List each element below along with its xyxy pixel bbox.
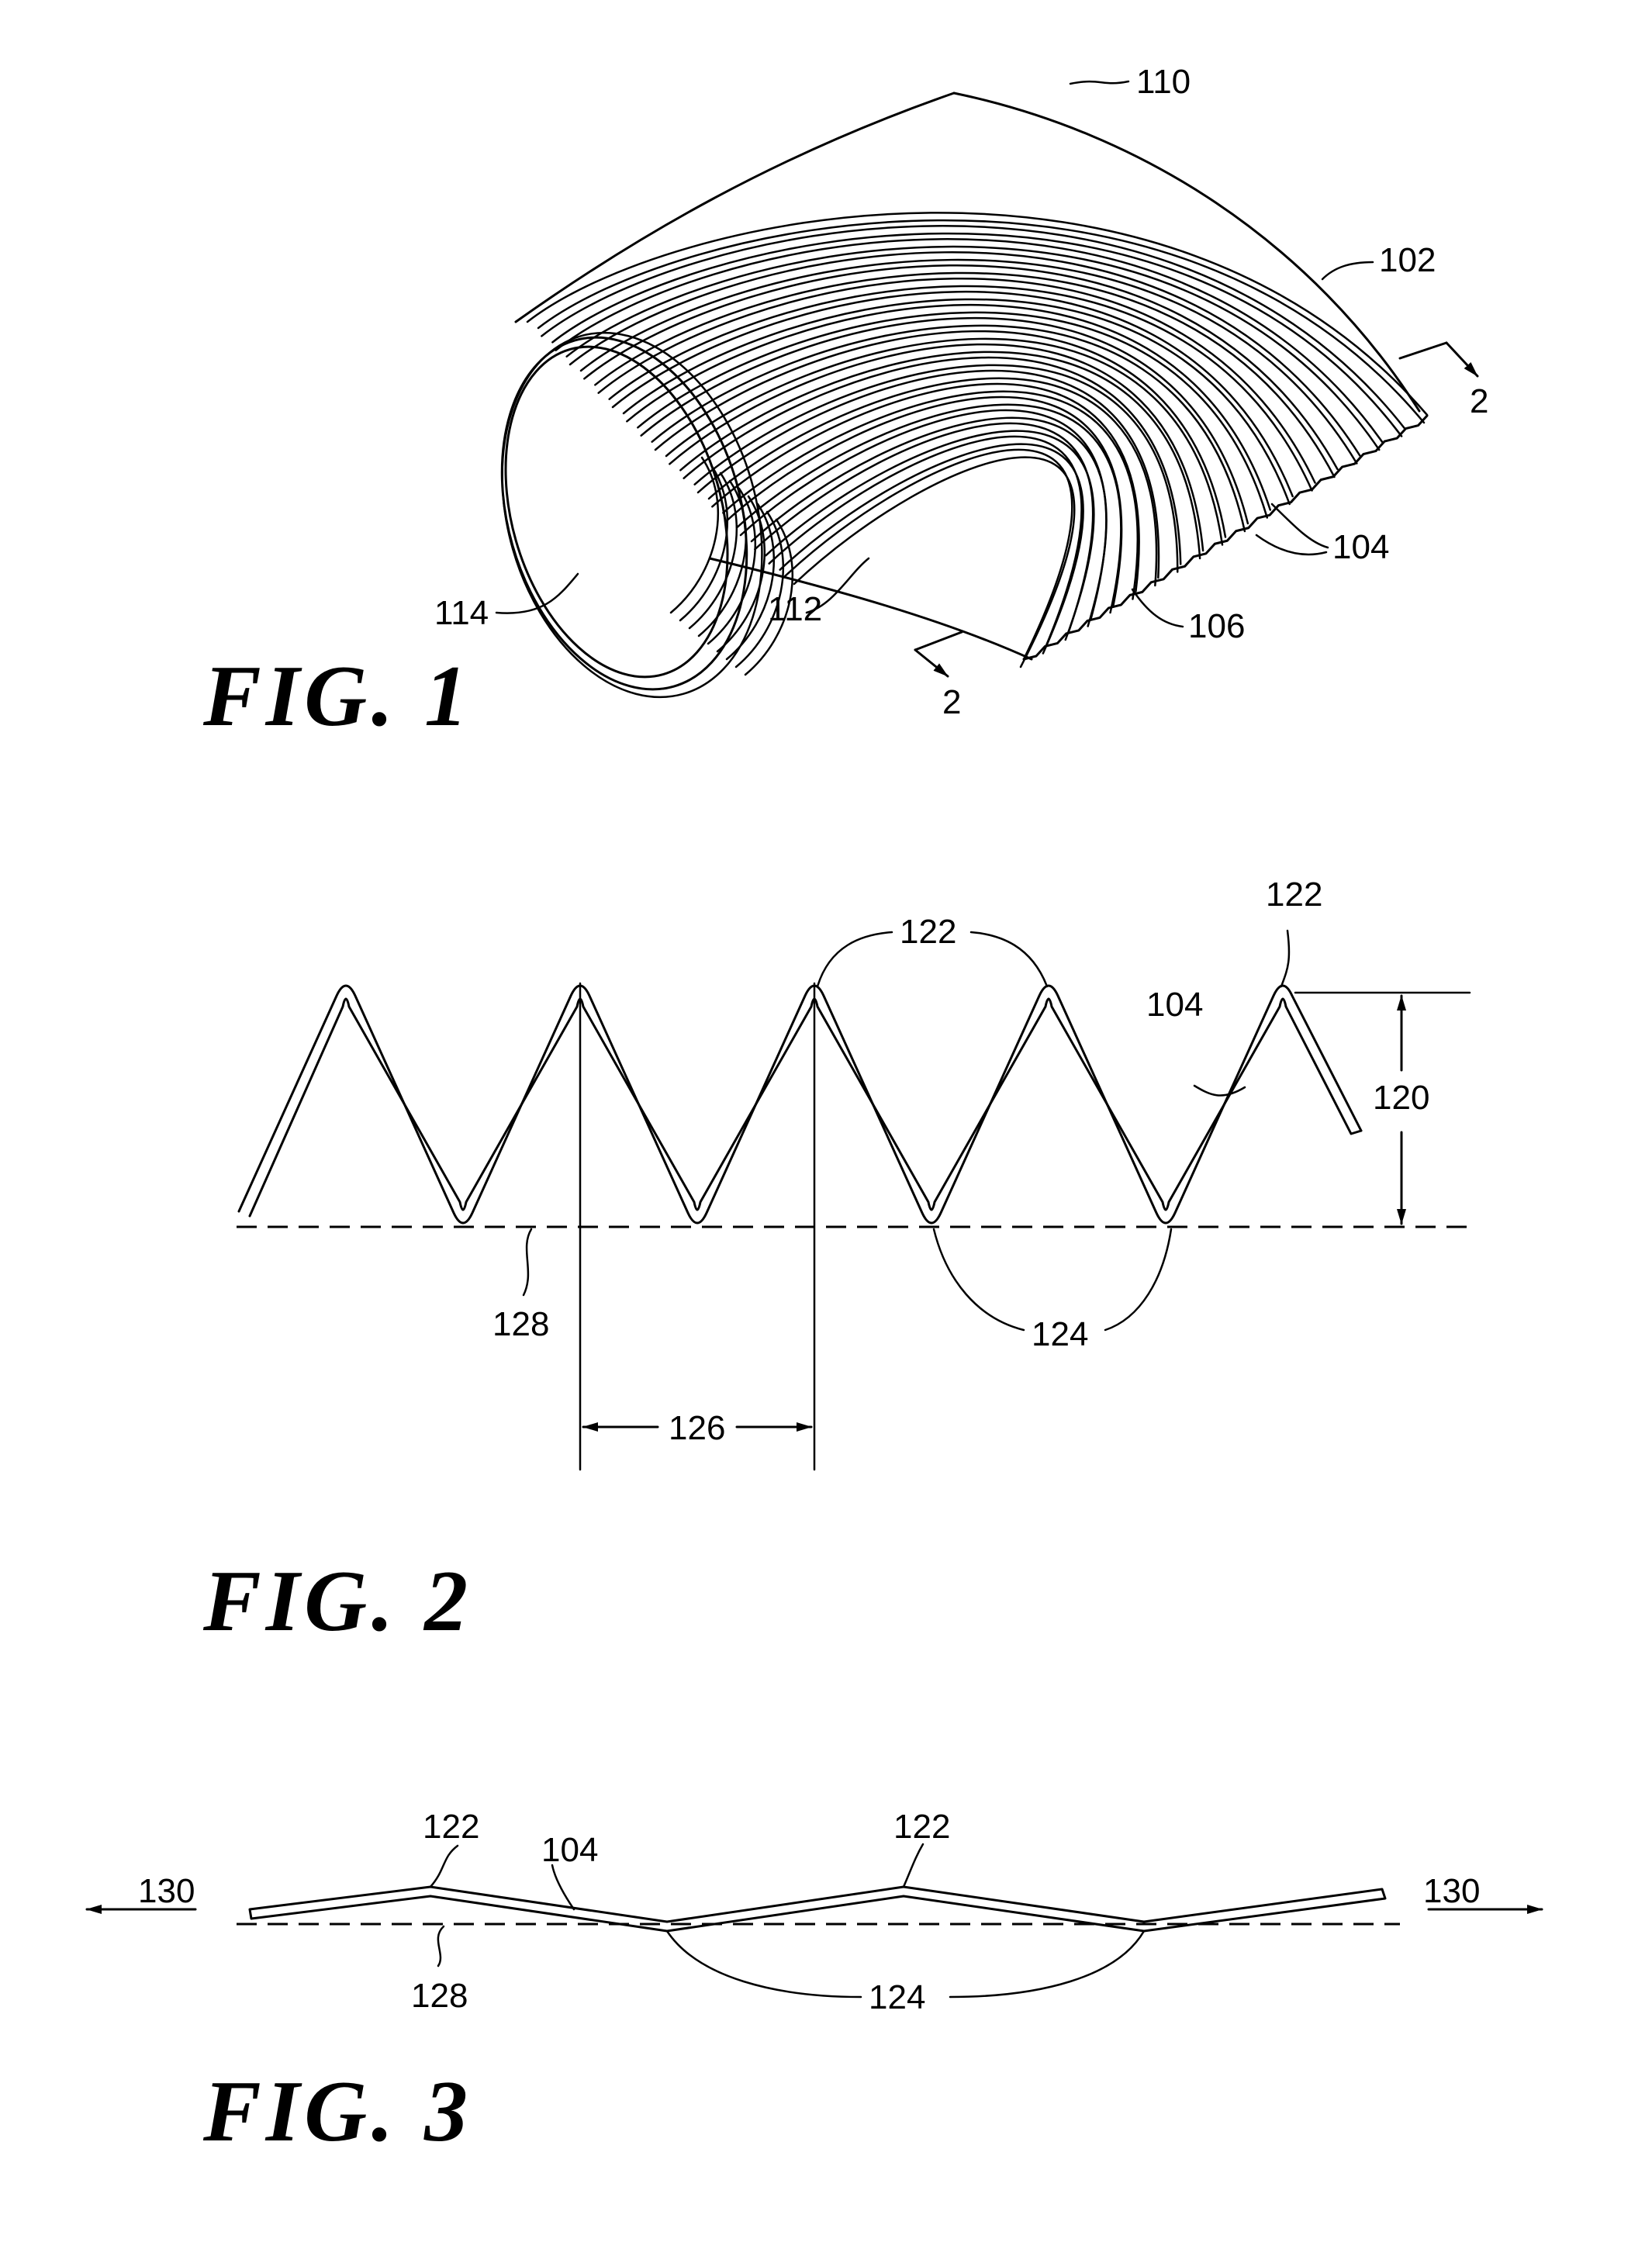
label-2-top: 2 (1470, 382, 1488, 420)
figure-1-caption: FIG. 1 (202, 648, 472, 744)
label-122-center: 122 (900, 913, 956, 951)
label-106: 106 (1188, 607, 1245, 645)
label-124: 124 (869, 1978, 925, 2016)
label-110: 110 (1136, 63, 1191, 101)
leader-122-far (1281, 931, 1289, 986)
leader-124-right (950, 1931, 1144, 1997)
leader-122-left (430, 1846, 458, 1887)
sheet-ridge-line (738, 405, 1121, 613)
figure-1: 110 102 2 104 106 112 114 2 FIG. 1 (202, 63, 1488, 744)
label-114: 114 (434, 594, 489, 632)
figure-2: 122 122 104 120 128 124 126 FIG. 2 (202, 876, 1470, 1650)
leader-128 (438, 1926, 444, 1966)
label-2-bottom: 2 (942, 683, 961, 721)
leader-122-left (817, 932, 892, 986)
leader-122-right (904, 1844, 923, 1887)
figure-3: 122 122 104 130 130 128 124 FIG. 3 (87, 1808, 1542, 2160)
label-120: 120 (1373, 1079, 1429, 1117)
label-104: 104 (541, 1831, 598, 1869)
leader-110 (1070, 81, 1128, 84)
leader-104a (1256, 535, 1326, 554)
leader-104b (1272, 504, 1328, 548)
label-124: 124 (1032, 1315, 1088, 1353)
label-122-left: 122 (423, 1808, 479, 1846)
label-128: 128 (411, 1977, 468, 2015)
corrugated-sheet (527, 212, 1427, 667)
leader-104 (552, 1865, 574, 1909)
label-104: 104 (1332, 528, 1389, 566)
label-104: 104 (1146, 986, 1203, 1024)
label-128: 128 (492, 1305, 549, 1343)
label-122-right: 122 (893, 1808, 950, 1846)
sheet-ridge-line (794, 458, 1074, 667)
sheet-ridge-line (556, 239, 1383, 442)
sheet-ridge-line (595, 273, 1334, 477)
leader-102 (1322, 262, 1373, 279)
sheet-ridge-line (780, 444, 1083, 654)
label-126: 126 (669, 1409, 725, 1447)
leader-106 (1132, 589, 1183, 627)
leader-104 (1194, 1086, 1245, 1096)
label-122-right: 122 (1266, 876, 1322, 914)
sheet-ridge-line (610, 286, 1312, 491)
figure-2-caption: FIG. 2 (202, 1553, 472, 1650)
sheet-outline (516, 93, 1419, 659)
label-102: 102 (1379, 241, 1436, 279)
leader-128 (524, 1229, 531, 1295)
sheet-ridge-line (638, 313, 1267, 518)
label-130-left: 130 (138, 1872, 195, 1910)
label-130-right: 130 (1423, 1872, 1480, 1910)
label-112: 112 (768, 590, 822, 628)
figure-3-caption: FIG. 3 (202, 2064, 472, 2160)
leader-124-left (934, 1229, 1024, 1330)
leader-124-left (667, 1931, 861, 1997)
leader-122-right (971, 932, 1047, 986)
leader-124-right (1105, 1229, 1171, 1330)
corrugation-profile-inner (250, 999, 1361, 1216)
